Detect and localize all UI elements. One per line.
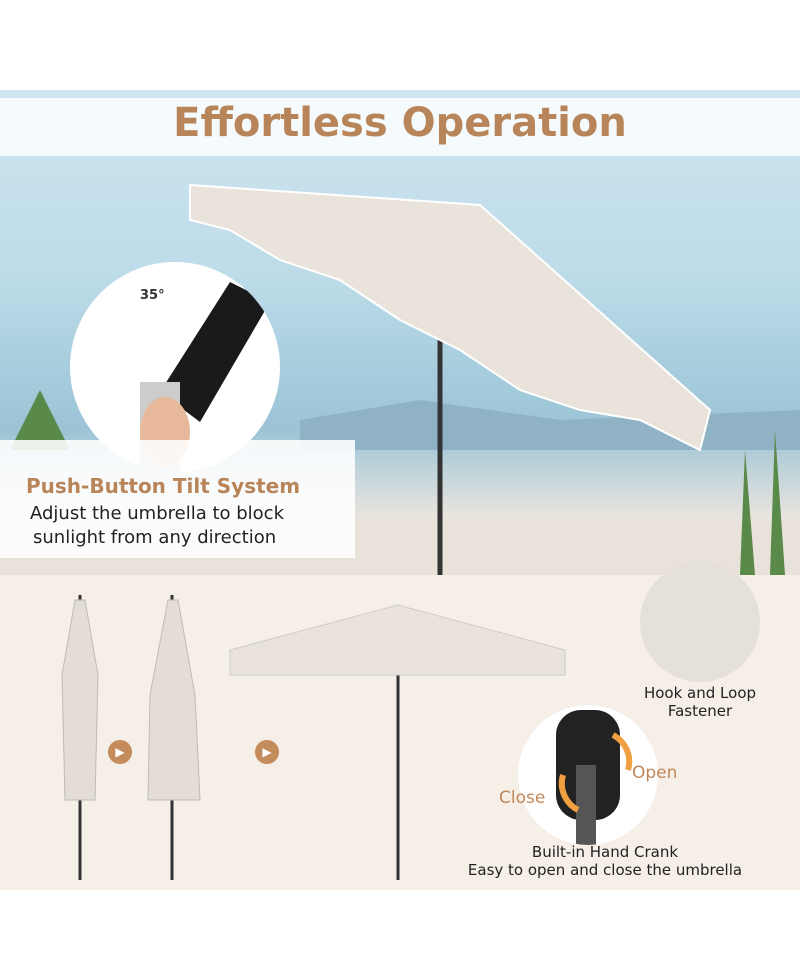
fastener-label-2: Fastener [667, 702, 733, 720]
page-title: Effortless Operation [173, 100, 627, 146]
tilt-angle: 35° [140, 288, 165, 303]
close-label: Close [499, 788, 546, 808]
tilt-desc-1: Adjust the umbrella to block [30, 503, 285, 524]
tilt-heading: Push-Button Tilt System [26, 474, 301, 498]
play-circle-icon: ▶ [255, 740, 279, 764]
fastener-label-1: Hook and Loop [643, 684, 757, 702]
umbrella-stages-illustration [61, 595, 566, 880]
tilt-desc-2: sunlight from any direction [33, 527, 277, 548]
crank-label-2: Easy to open and close the umbrella [467, 861, 743, 879]
open-label: Open [632, 763, 678, 783]
play-circle-icon: ▶ [108, 740, 132, 764]
tilt-caption-box [0, 440, 355, 558]
crank-label-1: Built-in Hand Crank [531, 843, 679, 861]
crank-detail-circle [518, 705, 658, 845]
title-band [0, 98, 800, 156]
fastener-detail-circle [640, 562, 760, 682]
